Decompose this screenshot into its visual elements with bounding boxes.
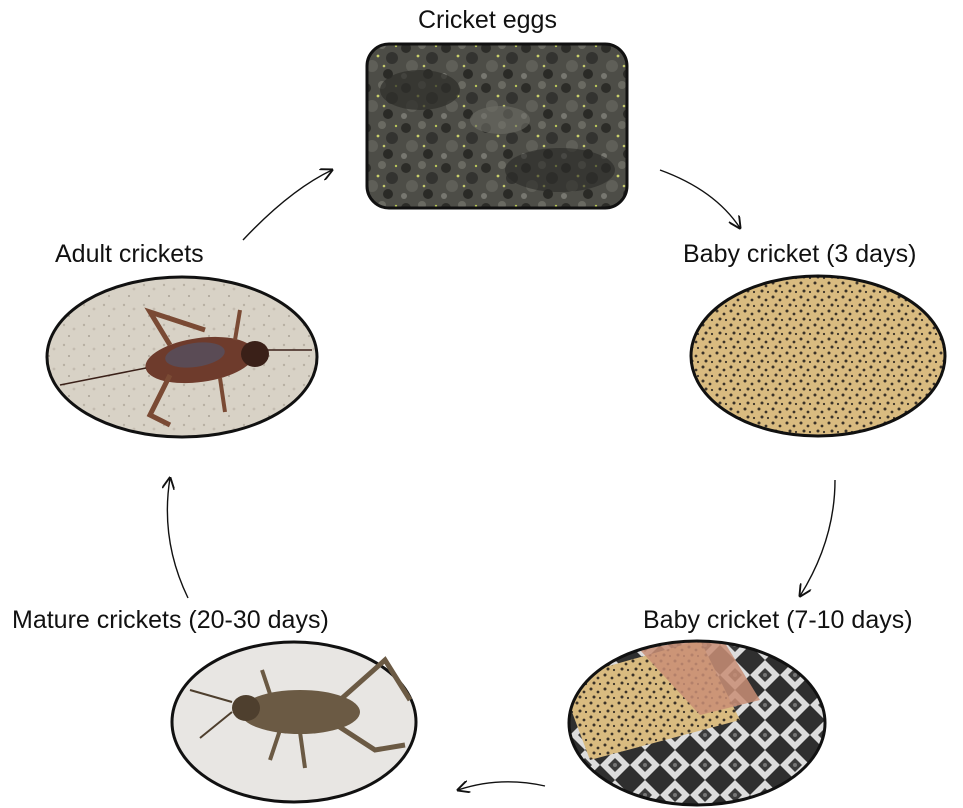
baby-cricket-3-days-photo xyxy=(691,276,945,436)
cricket-eggs-photo xyxy=(367,44,627,208)
arrow-baby-3-days-to-baby-7-10-days xyxy=(800,480,835,596)
arrow-eggs-to-baby-3-days xyxy=(660,170,740,228)
adult-crickets-photo xyxy=(47,277,317,437)
arrow-baby-7-10-days-to-mature xyxy=(458,782,545,790)
arrow-adult-to-eggs xyxy=(243,170,332,240)
baby-cricket-7-10-days-photo xyxy=(560,635,825,805)
mature-crickets-photo xyxy=(172,642,416,802)
arrow-mature-to-adult xyxy=(167,478,188,598)
